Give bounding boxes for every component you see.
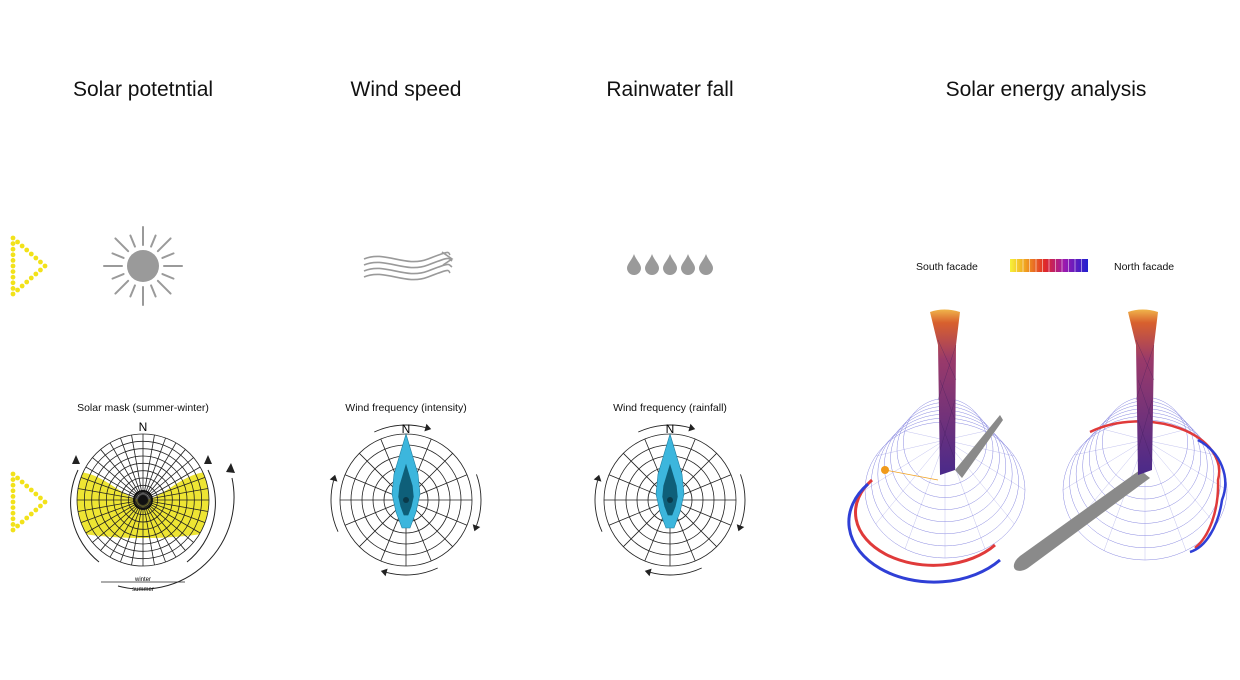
rainwater-fall-title: Rainwater fall bbox=[606, 78, 734, 101]
north-label: N bbox=[666, 422, 675, 436]
wind-intensity-label: Wind frequency (intensity) bbox=[345, 402, 467, 414]
wind-rose-intensity: N bbox=[329, 422, 482, 577]
wind-rainfall-label: Wind frequency (rainfall) bbox=[613, 402, 727, 414]
south-facade-analysis bbox=[847, 309, 1026, 584]
raindrops-icon bbox=[627, 254, 713, 275]
north-facade-analysis bbox=[1013, 309, 1228, 571]
solar-mask-label: Solar mask (summer-winter) bbox=[77, 402, 209, 414]
wind-speed-title: Wind speed bbox=[350, 78, 462, 101]
wind-rose-rainfall: N bbox=[593, 422, 746, 577]
energy-color-scale bbox=[1010, 259, 1088, 272]
play-triangle-icon bbox=[10, 235, 48, 297]
play-triangle-icon bbox=[10, 471, 48, 533]
north-label: N bbox=[402, 422, 411, 436]
sun-icon bbox=[103, 226, 183, 306]
summer-label: summer bbox=[132, 587, 154, 593]
solar-energy-analysis-title: Solar energy analysis bbox=[945, 78, 1147, 101]
north-facade-label: North facade bbox=[1114, 261, 1175, 273]
south-facade-label: South facade bbox=[916, 261, 978, 273]
solar-mask-diagram: N winter summer bbox=[70, 420, 235, 593]
solar-potential-title: Solar potetntial bbox=[72, 78, 214, 101]
wind-icon bbox=[363, 251, 454, 281]
north-label: N bbox=[139, 420, 148, 434]
winter-label: winter bbox=[134, 577, 151, 583]
